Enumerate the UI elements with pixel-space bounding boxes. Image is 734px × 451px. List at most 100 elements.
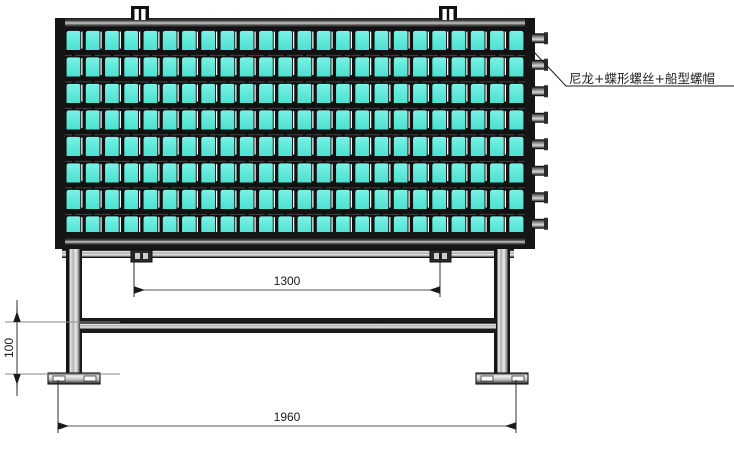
- separator-highlight: [312, 84, 314, 102]
- cell-clamp-nub: [129, 212, 133, 215]
- cell-clamp-nub: [514, 159, 518, 162]
- cell-clamp-nub: [437, 186, 441, 189]
- separator-highlight: [273, 217, 275, 235]
- cell-clamp-nub: [341, 53, 345, 56]
- dim-1300: 1300: [133, 252, 441, 297]
- separator-highlight: [446, 84, 449, 102]
- cell-module: [373, 188, 390, 210]
- boat-nut-head: [544, 217, 548, 230]
- cell-module: [489, 162, 506, 184]
- cell-clamp-nub: [476, 133, 480, 136]
- separator-highlight: [215, 137, 218, 155]
- cell-clamp-nub: [380, 106, 384, 109]
- cell-clamp-nub: [110, 159, 114, 162]
- cell-module: [277, 162, 294, 184]
- separator-highlight: [196, 164, 198, 182]
- separator-highlight: [100, 84, 102, 102]
- cell-module: [65, 56, 82, 78]
- dimension-value: 1300: [274, 274, 301, 288]
- cell-module: [258, 109, 275, 131]
- cell-clamp-nub: [149, 106, 153, 109]
- cell-module: [258, 135, 275, 157]
- separator-highlight: [196, 31, 198, 49]
- cell-clamp-nub: [264, 212, 268, 215]
- separator-highlight: [119, 58, 121, 76]
- separator-highlight: [177, 164, 179, 182]
- separator-highlight: [446, 190, 449, 208]
- cell-clamp-nub: [457, 186, 461, 189]
- separator-highlight: [427, 31, 429, 49]
- cell-module: [296, 82, 313, 104]
- separator-highlight: [389, 111, 391, 129]
- cell-grid: [65, 29, 525, 237]
- cell-module: [508, 135, 525, 157]
- cell-module: [104, 188, 121, 210]
- separator-highlight: [408, 217, 410, 235]
- separator-highlight: [196, 137, 198, 155]
- panel-bottom-rail-edge: [55, 245, 535, 249]
- cell-clamp-nub: [399, 186, 403, 189]
- separator-highlight: [273, 84, 275, 102]
- cell-clamp-nub: [495, 159, 499, 162]
- separator-highlight: [138, 58, 141, 76]
- row-rail-shadow: [62, 160, 528, 162]
- cell-clamp-nub: [91, 133, 95, 136]
- nylon-washer: [527, 58, 532, 71]
- stand-right-foot-slot-b: [511, 375, 525, 382]
- separator-highlight: [312, 31, 314, 49]
- cell-clamp-nub: [149, 212, 153, 215]
- cell-module: [65, 162, 82, 184]
- cell-clamp-nub: [245, 106, 249, 109]
- separator-highlight: [215, 164, 218, 182]
- cell-clamp-nub: [129, 27, 133, 30]
- cell-clamp-nub: [514, 53, 518, 56]
- stand-left-foot-slot-a: [52, 375, 66, 382]
- cell-clamp-nub: [437, 159, 441, 162]
- bracket-left-hole-b: [143, 253, 148, 259]
- nylon-washer: [527, 138, 532, 151]
- cell-module: [277, 135, 294, 157]
- cell-module: [354, 82, 371, 104]
- cell-clamp-nub: [283, 53, 287, 56]
- cell-module: [373, 29, 390, 51]
- cell-clamp-nub: [187, 27, 191, 30]
- separator-highlight: [408, 58, 410, 76]
- bracket-right-hole-a: [434, 253, 439, 259]
- cell-module: [219, 162, 236, 184]
- cell-module: [450, 162, 467, 184]
- cell-clamp-nub: [399, 80, 403, 83]
- separator-highlight: [196, 84, 198, 102]
- cell-module: [354, 188, 371, 210]
- separator-highlight: [254, 217, 256, 235]
- cell-clamp-nub: [264, 133, 268, 136]
- cell-clamp-nub: [226, 27, 230, 30]
- cell-clamp-nub: [418, 80, 422, 83]
- cell-module: [238, 82, 255, 104]
- cell-module: [104, 162, 121, 184]
- cell-clamp-nub: [168, 106, 172, 109]
- cell-module: [373, 135, 390, 157]
- cell-module: [181, 162, 198, 184]
- separator-highlight: [485, 217, 487, 235]
- cell-module: [142, 162, 159, 184]
- cell-clamp-nub: [437, 212, 441, 215]
- separator-highlight: [138, 190, 141, 208]
- cell-module: [181, 29, 198, 51]
- cell-clamp-nub: [72, 133, 76, 136]
- cell-module: [296, 109, 313, 131]
- separator-highlight: [466, 137, 468, 155]
- separator-highlight: [331, 217, 333, 235]
- separator-highlight: [119, 31, 121, 49]
- separator-highlight: [389, 217, 391, 235]
- cell-clamp-nub: [226, 186, 230, 189]
- cell-module: [412, 82, 429, 104]
- cell-clamp-nub: [168, 212, 172, 215]
- cell-module: [161, 29, 178, 51]
- cell-module: [392, 109, 409, 131]
- nylon-washer: [527, 217, 532, 230]
- cell-clamp-nub: [129, 53, 133, 56]
- cell-module: [315, 109, 332, 131]
- cell-clamp-nub: [129, 186, 133, 189]
- cell-clamp-nub: [380, 212, 384, 215]
